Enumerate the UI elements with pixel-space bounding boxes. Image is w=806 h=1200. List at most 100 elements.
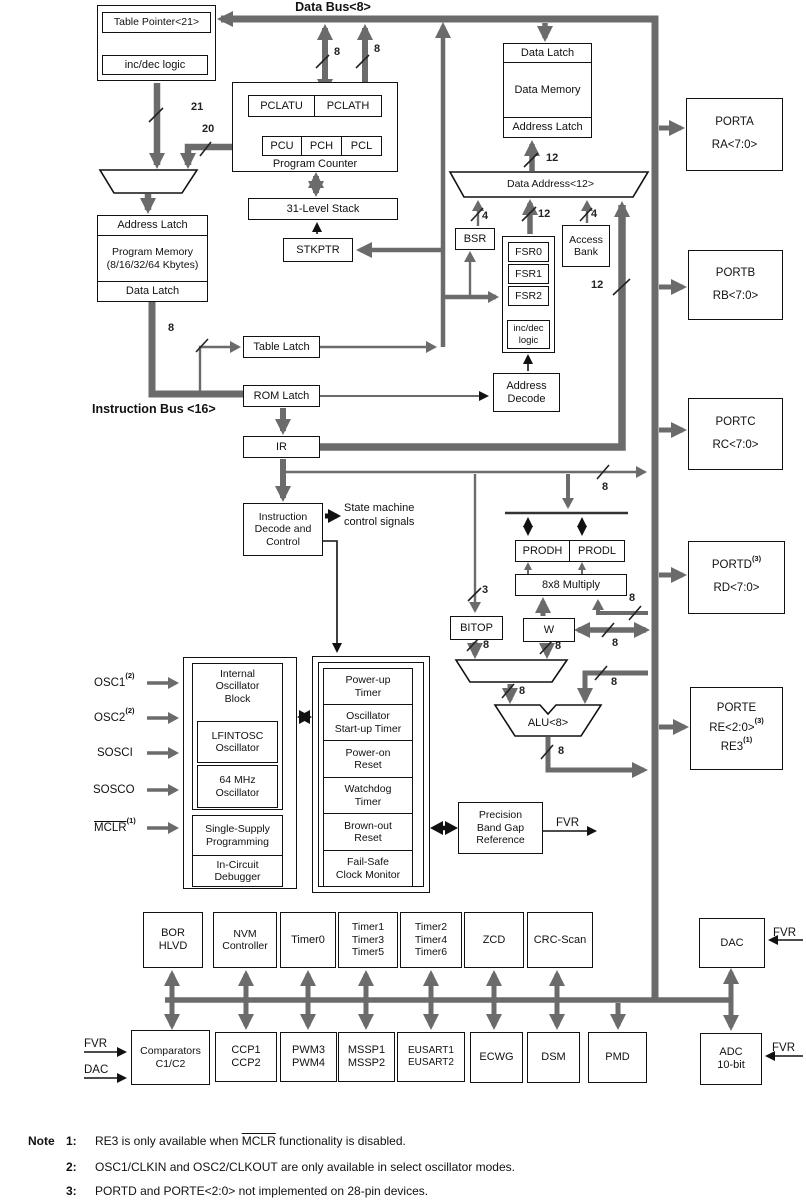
table-pointer-box: Table Pointer<21> [102, 12, 211, 33]
portd-note-sup: (3) [751, 553, 762, 563]
note-2-num: 2: [66, 1160, 77, 1174]
data-memory-group: Data Latch Data Memory Address Latch [503, 43, 592, 138]
program-counter-label: Program Counter [272, 158, 358, 170]
osc1-sup: (2) [125, 671, 135, 681]
note-1-text: RE3 is only available when MCLR function… [95, 1134, 406, 1148]
width-8-mux-alu: 8 [519, 685, 526, 697]
width-8-literal: 8 [602, 481, 609, 493]
fvr-dac-label: FVR [773, 927, 796, 939]
single-supply-box: Single-Supply Programming [192, 815, 283, 856]
data-address-mux [448, 171, 650, 198]
bus-pc-20 [180, 143, 232, 169]
bitop-box: BITOP [450, 616, 503, 640]
portb-box: PORTB RB<7:0> [688, 250, 783, 320]
wire-decode-resets [322, 540, 342, 653]
prog-address-latch: Address Latch [98, 216, 207, 236]
lfintosc-box: LFINTOSC Oscillator [197, 721, 278, 763]
adc-box: ADC 10-bit [700, 1033, 762, 1085]
fvr-adc-label: FVR [772, 1042, 795, 1054]
width-12-fsr: 12 [538, 208, 551, 220]
pc-address-mux [98, 169, 199, 194]
bus-databus-multiply-8 [592, 599, 648, 615]
portb-name: PORTB [715, 266, 756, 279]
inc-dec-logic-box: inc/dec logic [102, 55, 208, 75]
porte-re3-sup: (1) [743, 735, 753, 745]
mhz64-box: 64 MHz Oscillator [197, 765, 278, 808]
note-3-num: 3: [66, 1184, 77, 1198]
porte-pins-sup: (3) [754, 715, 764, 725]
w-register-box: W [523, 618, 575, 642]
address-decode-box: Address Decode [493, 373, 560, 412]
width-8-bitop-down: 8 [483, 639, 490, 651]
porte-re3: RE3(1) [720, 735, 753, 754]
pcl-box: PCL [341, 136, 382, 156]
width-20: 20 [202, 123, 215, 135]
width-8-multiply: 8 [629, 592, 636, 604]
ecwg-box: ECWG [470, 1032, 523, 1083]
alu-input-mux [454, 659, 569, 683]
pch-box: PCH [301, 136, 342, 156]
alu-shape [493, 704, 603, 737]
mclr-sup: (1) [126, 816, 136, 826]
pcu-box: PCU [262, 136, 302, 156]
fvr-comparators-label: FVR [84, 1038, 107, 1050]
width-12-ir-bus: 12 [591, 279, 604, 291]
note-1-mclr: MCLR [241, 1134, 276, 1148]
table-latch-box: Table Latch [243, 336, 320, 358]
bus-datalatch-romlatch [148, 302, 243, 398]
note-word: Note [28, 1134, 55, 1148]
fsr2-box: FSR2 [508, 286, 549, 306]
nvm-box: NVM Controller [213, 912, 277, 968]
access-bank-box: Access Bank [562, 225, 610, 267]
pclatu-box: PCLATU [248, 95, 315, 117]
address-latch-section: Address Latch [504, 117, 591, 137]
fsr1-box: FSR1 [508, 264, 549, 284]
width-4-access: 4 [591, 208, 598, 220]
eusart-box: EUSART1 EUSART2 [397, 1032, 465, 1082]
porta-name: PORTA [715, 116, 754, 129]
portd-pins: RD<7:0> [713, 582, 760, 594]
prodl-box: PRODL [569, 540, 625, 562]
bandgap-box: Precision Band Gap Reference [458, 802, 543, 854]
width-4-bsr: 4 [482, 210, 489, 222]
width-21: 21 [191, 101, 204, 113]
width-8-pclat-right: 8 [374, 43, 381, 55]
icd-box: In-Circuit Debugger [192, 855, 283, 887]
stkptr-box: STKPTR [283, 238, 353, 262]
pclath-box: PCLATH [314, 95, 382, 117]
porte-pins: RE<2:0>(3) [709, 715, 764, 734]
width-12-address-latch: 12 [546, 152, 559, 164]
portd-name: PORTD(3) [711, 553, 762, 572]
pmd-box: PMD [588, 1032, 647, 1083]
fsr0-box: FSR0 [508, 242, 549, 262]
porte-name: PORTE [716, 702, 757, 715]
prodh-box: PRODH [515, 540, 570, 562]
bus-alu-out-8 [545, 737, 648, 778]
portc-name: PORTC [715, 415, 756, 428]
rom-latch-box: ROM Latch [243, 385, 320, 407]
powerup-timer-box: Power-up Timer [323, 668, 413, 705]
instruction-decode-box: Instruction Decode and Control [243, 503, 323, 556]
program-memory-group: Address Latch Program Memory (8/16/32/64… [97, 215, 208, 302]
mclr-label: MCLR(1) [94, 816, 136, 834]
ir-box: IR [243, 436, 320, 458]
width-8-alu-right: 8 [611, 676, 618, 688]
fsr-incdec-box: inc/dec logic [507, 320, 550, 349]
instruction-bus-label: Instruction Bus <16> [92, 402, 216, 416]
dsm-box: DSM [527, 1032, 580, 1083]
data-memory-section: Data Memory [514, 83, 581, 96]
ost-box: Oscillator Start-up Timer [323, 704, 413, 741]
zcd-box: ZCD [464, 912, 524, 968]
porta-pins: RA<7:0> [711, 139, 758, 151]
program-memory-label: Program Memory (8/16/32/64 Kbytes) [106, 246, 199, 271]
porte-box: PORTE RE<2:0>(3) RE3(1) [690, 687, 783, 770]
arrow-branch-table-latch [198, 341, 241, 394]
ccp-box: CCP1 CCP2 [215, 1032, 277, 1082]
sosci-label: SOSCI [97, 747, 133, 759]
alu-label: ALU<8> [527, 717, 569, 729]
state-machine-label: State machine control signals [344, 502, 415, 528]
dac-box: DAC [699, 918, 765, 968]
data-bus-label: Data Bus<8> [295, 0, 371, 14]
